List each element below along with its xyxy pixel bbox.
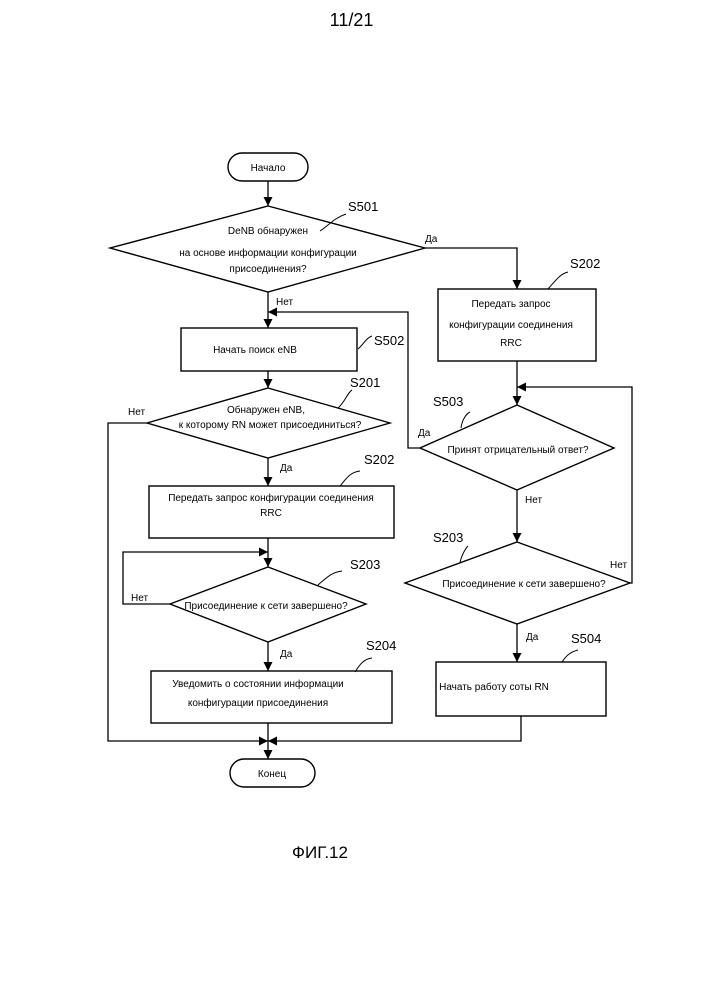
s201-step-label: S201 [350, 375, 380, 390]
s204-text-line2: конфигурации присоединения [188, 697, 328, 709]
s202-right-step-label: S202 [570, 256, 600, 271]
s501-no-label: Нет [276, 297, 293, 308]
process-s204: Уведомить о состоянии информации конфигу… [151, 638, 396, 723]
s501-step-label: S501 [348, 199, 378, 214]
s501-text-line1: DeNB обнаружен [228, 225, 308, 237]
s503-step-label: S503 [433, 394, 463, 409]
s202-left-text-line1: Передать запрос конфигурации соединения [168, 492, 374, 504]
s203-right-yes-label: Да [526, 632, 539, 643]
s502-text: Начать поиск eNB [213, 345, 297, 356]
s501-text-line3: присоединения? [229, 264, 307, 275]
s502-step-label: S502 [374, 333, 404, 348]
s503-text: Принят отрицательный ответ? [447, 445, 589, 456]
process-s502: Начать поиск eNB S502 [181, 328, 404, 371]
process-s202-right: Передать запрос конфигурации соединения … [438, 256, 600, 361]
s503-yes-label: Да [418, 428, 431, 439]
s503-no-label: Нет [525, 495, 542, 506]
decision-s203-right: Присоединение к сети завершено? S203 [405, 530, 630, 624]
s201-yes-label: Да [280, 463, 293, 474]
end-terminal: Конец [230, 759, 315, 787]
s203-left-no-label: Нет [131, 593, 148, 604]
s202-right-text-line1: Передать запрос [471, 299, 550, 310]
s201-no-label: Нет [128, 407, 145, 418]
end-text: Конец [258, 769, 286, 780]
s504-text: Начать работу соты RN [439, 681, 549, 693]
decision-s503: Принят отрицательный ответ? S503 [420, 394, 614, 490]
s202-left-step-label: S202 [364, 452, 394, 467]
s501-yes-label: Да [425, 234, 438, 245]
start-text: Начало [251, 163, 286, 174]
s203-left-step-label: S203 [350, 557, 380, 572]
decision-s201: Обнаружен eNB, к которому RN может присо… [147, 375, 390, 458]
s201-text-line2: к которому RN может присоединиться? [179, 420, 362, 431]
start-terminal: Начало [228, 153, 308, 181]
decision-s203-left: Присоединение к сети завершено? S203 [170, 557, 380, 642]
s204-step-label: S204 [366, 638, 396, 653]
s203-right-text: Присоединение к сети завершено? [442, 579, 606, 590]
s501-text-line2: на основе информации конфигурации [179, 247, 357, 259]
process-s202-left: Передать запрос конфигурации соединения … [149, 452, 394, 538]
process-s504: Начать работу соты RN S504 [436, 631, 606, 716]
figure-caption: ФИГ.12 [0, 843, 640, 863]
s201-text-line1: Обнаружен eNB, [227, 404, 305, 416]
s202-left-text-line2: RRC [260, 508, 282, 519]
s204-text-line1: Уведомить о состоянии информации [172, 678, 343, 690]
s203-left-text: Присоединение к сети завершено? [184, 601, 348, 612]
s203-right-step-label: S203 [433, 530, 463, 545]
decision-s501: DeNB обнаружен на основе информации конф… [110, 199, 425, 292]
s504-step-label: S504 [571, 631, 601, 646]
s202-right-text-line2: конфигурации соединения [449, 319, 573, 331]
s203-right-no-label: Нет [610, 560, 627, 571]
s203-left-yes-label: Да [280, 649, 293, 660]
s202-right-text-line3: RRC [500, 338, 522, 349]
